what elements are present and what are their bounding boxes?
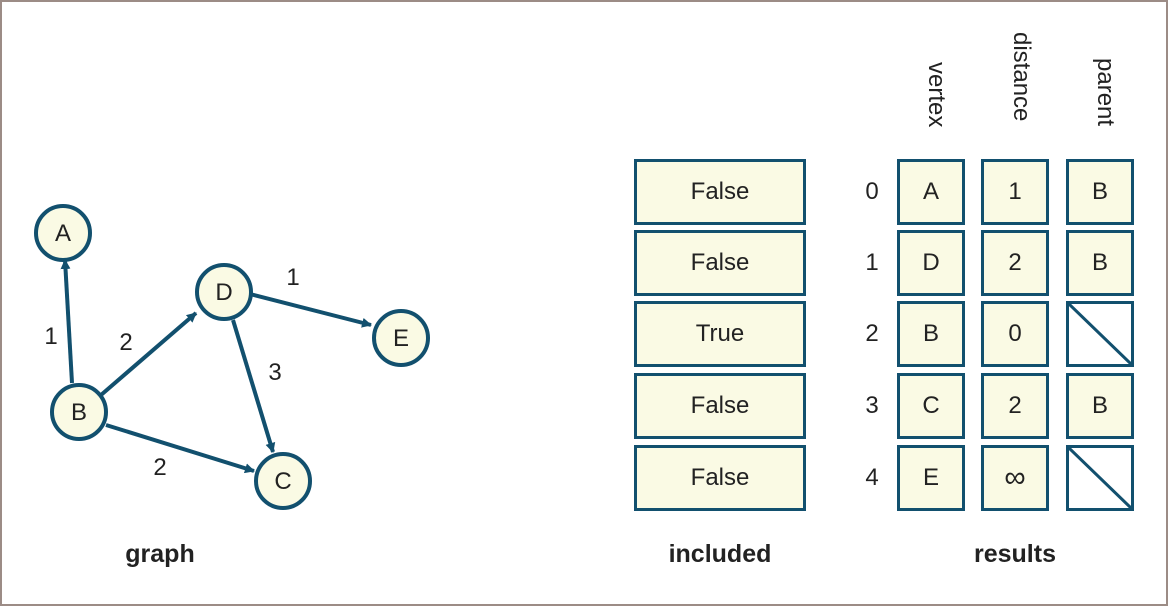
row-index-1: 1	[865, 249, 879, 276]
edge-b-a	[60, 259, 74, 384]
distance-cell-0: 1	[981, 159, 1049, 225]
edge-weight-d-c: 3	[268, 359, 281, 386]
row-index-2: 2	[865, 320, 879, 347]
node-e-label: E	[393, 325, 409, 352]
vertex-cell-2: B	[897, 301, 965, 367]
node-a-label: A	[55, 220, 71, 247]
row-index-4: 4	[865, 464, 879, 491]
results-caption: results	[974, 540, 1056, 568]
edge-b-c	[105, 423, 255, 474]
included-cell-2: True	[634, 301, 806, 367]
vertex-cell-4: E	[897, 445, 965, 511]
edge-weight-b-c: 2	[153, 454, 166, 481]
vertex-cell-3: C	[897, 373, 965, 439]
parent-cell-0: B	[1066, 159, 1134, 225]
null-slash-icon	[1069, 304, 1131, 364]
parent-header: parent	[1092, 58, 1119, 127]
parent-cell-4-null	[1066, 445, 1134, 511]
parent-cell-3: B	[1066, 373, 1134, 439]
distance-cell-4: ∞	[981, 445, 1049, 511]
parent-cell-2-null	[1066, 301, 1134, 367]
node-a: A	[34, 204, 92, 262]
node-c: C	[254, 452, 312, 510]
row-index-3: 3	[865, 392, 879, 419]
graph-caption: graph	[125, 540, 195, 568]
edge-b-d	[99, 311, 198, 397]
edge-weight-b-a: 1	[44, 323, 57, 350]
parent-cell-1: B	[1066, 230, 1134, 296]
distance-cell-1: 2	[981, 230, 1049, 296]
node-c-label: C	[274, 468, 291, 495]
distance-cell-3: 2	[981, 373, 1049, 439]
node-d: D	[195, 263, 253, 321]
edge-weight-b-d: 2	[119, 329, 132, 356]
node-e: E	[372, 309, 430, 367]
included-cell-1: False	[634, 230, 806, 296]
edge-weight-d-e: 1	[286, 264, 299, 291]
node-b: B	[50, 383, 108, 441]
included-cell-4: False	[634, 445, 806, 511]
edge-d-c	[231, 319, 276, 453]
row-index-0: 0	[865, 178, 879, 205]
included-cell-0: False	[634, 159, 806, 225]
graph-diagram: 1 2 2 3 1 A B C D E	[34, 204, 430, 510]
distance-cell-2: 0	[981, 301, 1049, 367]
included-caption: included	[668, 540, 772, 568]
included-cell-3: False	[634, 373, 806, 439]
null-slash-icon	[1069, 448, 1131, 508]
edge-d-e	[249, 292, 372, 328]
distance-header: distance	[1008, 32, 1035, 122]
vertex-cell-1: D	[897, 230, 965, 296]
node-d-label: D	[215, 279, 232, 306]
node-b-label: B	[71, 399, 87, 426]
vertex-header: vertex	[923, 62, 950, 128]
vertex-cell-0: A	[897, 159, 965, 225]
